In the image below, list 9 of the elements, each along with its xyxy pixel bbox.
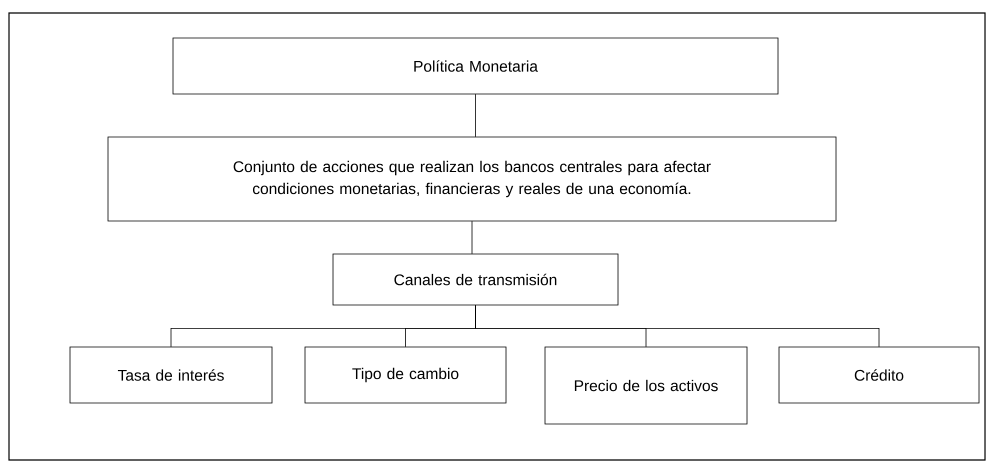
connector-line — [475, 305, 880, 347]
text-box: Canales de transmisión — [332, 254, 618, 306]
text-box: Política Monetaria — [172, 38, 778, 94]
connector-line — [475, 94, 476, 137]
text-box: Precio de los activos — [544, 346, 748, 424]
text-box: Crédito — [778, 346, 980, 404]
text-box: Tipo de cambio — [304, 346, 506, 404]
text-box: Tasa de interés — [70, 346, 272, 404]
text-box: Conjunto de acciones que realizan los bancos centrales para afectar condiciones monetarias, financieras y reales de una economía. — [108, 136, 836, 222]
